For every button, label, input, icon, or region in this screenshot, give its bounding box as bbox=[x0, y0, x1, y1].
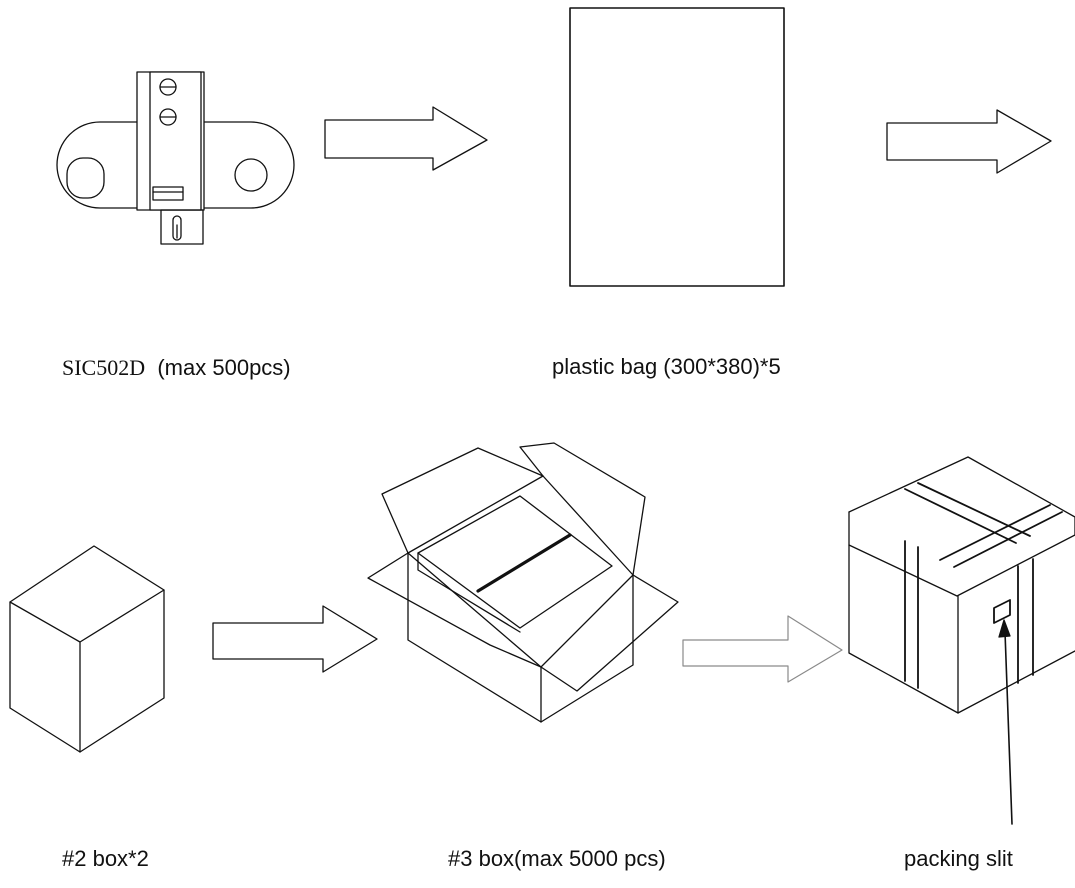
outer-box-drawing bbox=[367, 442, 679, 723]
sensor-label: SIC502D (max 500pcs) bbox=[62, 357, 291, 379]
sensor-part-drawing bbox=[56, 71, 295, 245]
shipment-box-drawing bbox=[848, 456, 1075, 714]
arrow-bag-to-box bbox=[886, 109, 1052, 174]
arrow-box3-to-shipment bbox=[682, 615, 843, 683]
arrow-box2-to-box3 bbox=[212, 605, 378, 673]
product-model-text: SIC502D bbox=[62, 355, 146, 380]
packing-slit-label: packing slit bbox=[904, 846, 1013, 871]
inner-box-drawing bbox=[9, 545, 165, 753]
arrow-sensor-to-bag bbox=[324, 106, 488, 171]
product-qty-text: (max 500pcs) bbox=[145, 355, 291, 380]
plastic-bag-drawing bbox=[569, 7, 785, 287]
packing-slit-pointer bbox=[998, 619, 1013, 825]
plastic-bag-label: plastic bag (300*380)*5 bbox=[552, 354, 781, 379]
product-qty-value: (max 500pcs) bbox=[157, 355, 291, 380]
inner-box-label: #2 box*2 bbox=[62, 846, 149, 871]
outer-box-label: #3 box(max 5000 pcs) bbox=[448, 846, 666, 871]
